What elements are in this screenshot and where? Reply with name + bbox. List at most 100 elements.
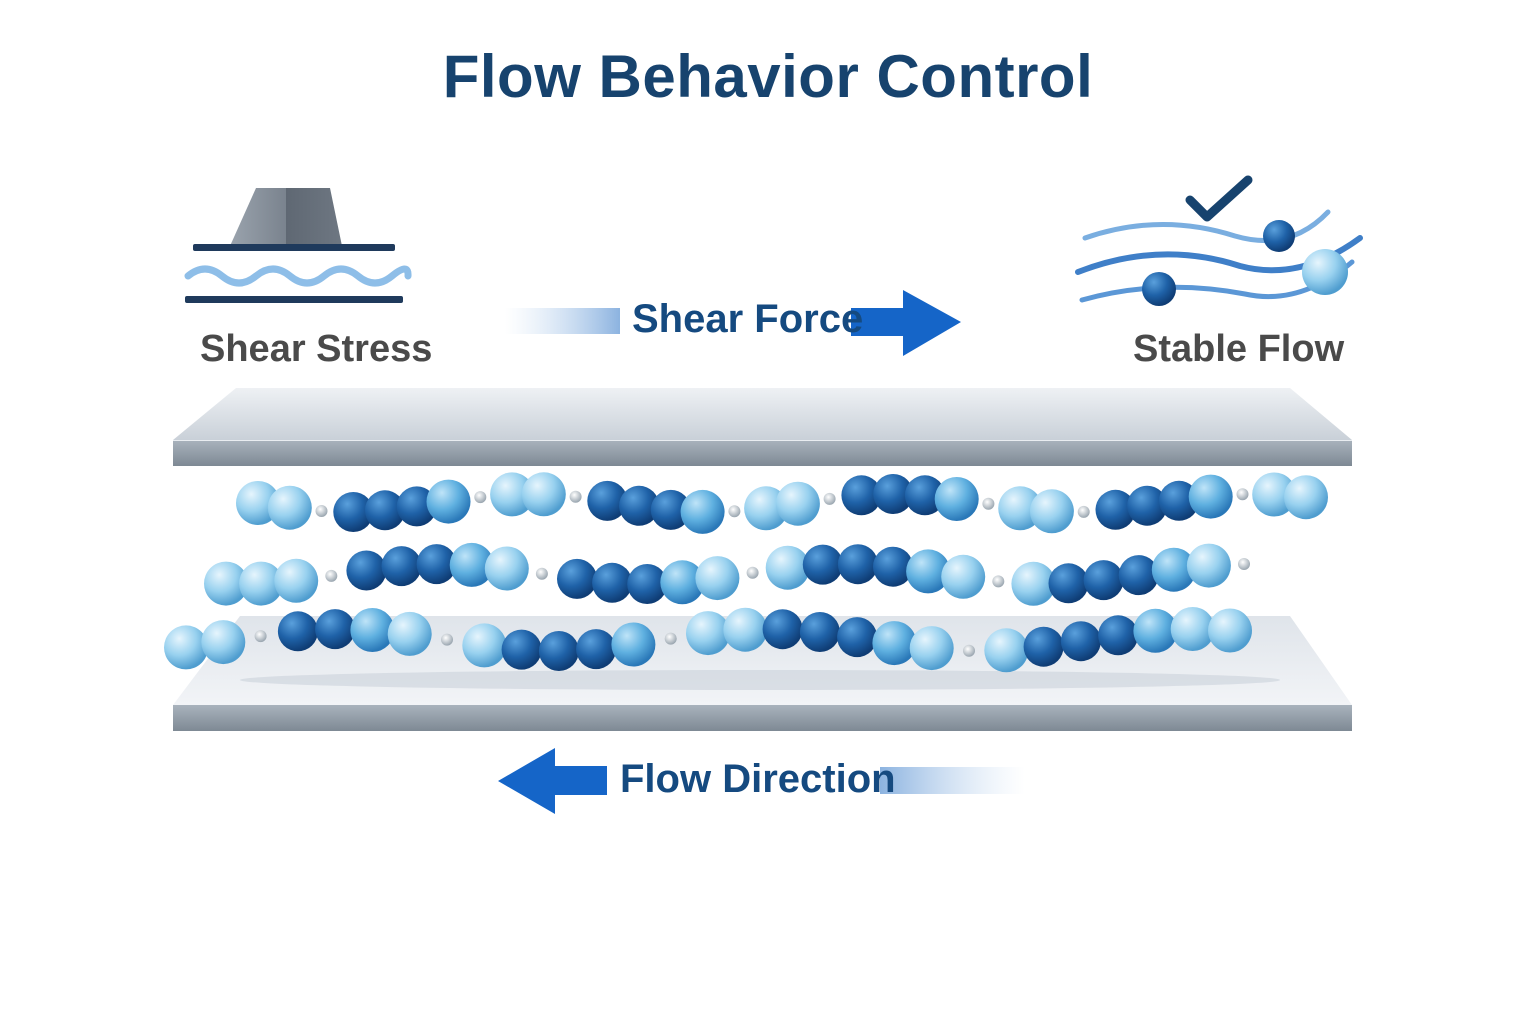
polymer-bead [909, 626, 954, 671]
chain-link [746, 566, 759, 579]
chain-link [823, 492, 836, 505]
polymer-bead [426, 479, 471, 524]
polymer-bead [619, 485, 660, 526]
chain-link [569, 490, 582, 503]
polymer-bead [1023, 626, 1064, 667]
polymer-chains [164, 472, 1328, 673]
chain-link [982, 497, 995, 510]
polymer-bead [1118, 555, 1159, 596]
polymer-bead [837, 544, 878, 585]
flow-direction-label: Flow Direction [620, 757, 896, 801]
polymer-bead [1060, 621, 1101, 662]
polymer-bead [627, 564, 668, 604]
polymer-bead [557, 558, 597, 599]
polymer-bead [277, 611, 318, 652]
polymer-bead [984, 628, 1029, 673]
polymer-bead [611, 622, 656, 667]
polymer-bead [775, 481, 820, 526]
polymer-bead [802, 544, 843, 585]
flow-direction-arrow [498, 748, 1025, 814]
polymer-bead [941, 554, 986, 599]
polymer-bead [1127, 485, 1168, 526]
polymer-bead [449, 542, 494, 587]
polymer-bead [1095, 489, 1136, 530]
shear-force-label: Shear Force [632, 297, 864, 341]
polymer-bead [934, 477, 979, 521]
chain-link [664, 632, 677, 645]
polymer-bead [387, 611, 432, 656]
polymer-bead [1208, 608, 1252, 653]
polymer-bead [1098, 615, 1139, 656]
chain-link [1236, 488, 1249, 501]
stable-flow-icon [1075, 175, 1363, 306]
polymer-bead [1284, 475, 1328, 520]
polymer-bead [723, 607, 768, 652]
polymer-bead [333, 492, 374, 532]
polymer-bead [650, 489, 691, 530]
polymer-bead [164, 625, 208, 670]
polymer-bead [484, 546, 529, 591]
polymer-bead [501, 629, 542, 670]
polymer-bead [587, 480, 628, 521]
chain-link [254, 630, 267, 643]
chain-link [535, 567, 548, 580]
chain-link [1238, 558, 1250, 570]
polymer-bead [695, 556, 740, 601]
polymer-bead [462, 623, 507, 668]
chain-link [728, 505, 741, 518]
polymer-bead [315, 609, 356, 650]
polymer-bead [837, 617, 878, 658]
shear-stress-icon [184, 188, 412, 303]
polymer-bead [841, 475, 882, 516]
polymer-bead [204, 561, 248, 606]
polymer-bead [490, 472, 535, 517]
polymer-bead [873, 474, 914, 514]
polymer-bead [1048, 563, 1089, 604]
polymer-bead [416, 544, 457, 585]
polymer-bead [201, 620, 246, 665]
polymer-bead [346, 550, 387, 591]
polymer-bead [762, 609, 803, 650]
shear-stress-label: Shear Stress [200, 328, 433, 370]
polymer-bead [576, 629, 617, 670]
polymer-bead [686, 611, 730, 656]
polymer-bead [998, 486, 1043, 531]
polymer-bead [1011, 561, 1056, 606]
shear-force-arrow [505, 290, 961, 356]
polymer-bead [350, 608, 395, 652]
polymer-bead [1151, 547, 1196, 592]
polymer-bead [765, 545, 810, 590]
polymer-bead [1159, 480, 1199, 521]
polymer-bead [521, 472, 566, 517]
polymer-bead [660, 560, 705, 605]
polymer-bead [1170, 607, 1215, 651]
chain-link [474, 491, 487, 504]
polymer-bead [873, 546, 913, 587]
polymer-bead [1252, 472, 1297, 517]
polymer-bead [1133, 608, 1178, 653]
chain-link [325, 569, 338, 582]
polymer-bead [538, 631, 579, 671]
polymer-bead [904, 475, 945, 516]
polymer-bead [239, 561, 284, 606]
polymer-bead [680, 489, 725, 534]
chain-link [963, 644, 975, 657]
polymer-bead [1029, 489, 1074, 534]
polymer-bead [1186, 543, 1231, 588]
polymer-bead [267, 485, 312, 530]
polymer-bead [799, 612, 840, 652]
polymer-bead [274, 558, 319, 603]
polymer-bead [906, 549, 951, 594]
polymer-bead [872, 621, 917, 666]
polymer-bead [396, 486, 437, 527]
chain-link [992, 575, 1005, 588]
polymer-bead [365, 490, 405, 531]
stable-flow-label: Stable Flow [1133, 328, 1345, 370]
polymer-bead [381, 546, 422, 587]
polymer-bead [1188, 474, 1233, 519]
chain-link [315, 505, 328, 517]
page-title: Flow Behavior Control [442, 43, 1094, 110]
chain-link [441, 633, 453, 646]
